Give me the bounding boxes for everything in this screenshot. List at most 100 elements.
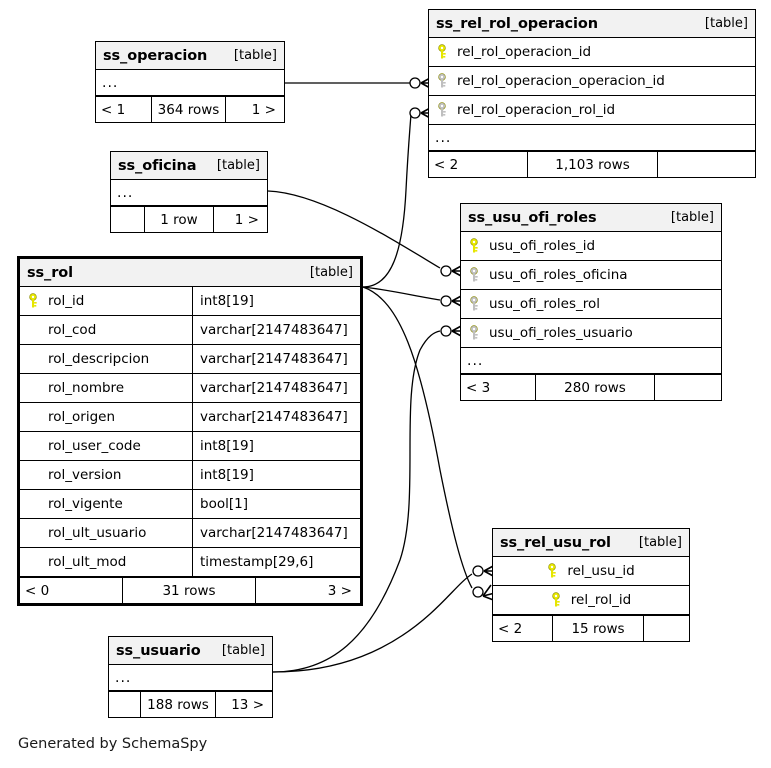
- column-label: rol_ult_mod: [48, 554, 127, 570]
- column-name-cell: rol_ult_usuario: [20, 519, 192, 547]
- table-title: ss_usu_ofi_roles: [468, 209, 597, 226]
- table-title: ss_usuario: [116, 642, 201, 659]
- table-header-ss_rol: ss_rol[table]: [20, 259, 360, 287]
- column-name-cell: rol_vigente: [20, 490, 192, 518]
- column-type-cell: varchar[2147483647]: [192, 316, 360, 344]
- column-row[interactable]: rol_origen varchar[2147483647]: [20, 403, 360, 432]
- table-header-ss_rel_usu_rol: ss_rel_usu_rol[table]: [493, 529, 689, 557]
- column-label: rol_user_code: [48, 438, 141, 454]
- column-label: rel_rol_id: [570, 592, 632, 608]
- column-name-cell: rol_ult_mod: [20, 548, 192, 576]
- column-label: usu_ofi_roles_oficina: [489, 267, 628, 283]
- footer-row-count: 188 rows: [140, 692, 216, 717]
- column-type-cell: varchar[2147483647]: [192, 403, 360, 431]
- footer-children-count: 3 >: [327, 582, 352, 599]
- primary-key-icon: [469, 238, 482, 254]
- column-row[interactable]: rel_rol_operacion_operacion_id: [429, 67, 755, 96]
- primary-key-icon: [28, 293, 41, 309]
- table-ss_usuario[interactable]: ss_usuario[table]...188 rows 13 >: [108, 636, 273, 718]
- column-row[interactable]: rol_ult_mod timestamp[29,6]: [20, 548, 360, 577]
- column-row[interactable]: rol_cod varchar[2147483647]: [20, 316, 360, 345]
- column-label: usu_ofi_roles_usuario: [489, 325, 633, 341]
- column-row[interactable]: rel_rol_operacion_id: [429, 38, 755, 67]
- more-columns-indicator[interactable]: ...: [429, 125, 755, 151]
- table-type-tag: [table]: [216, 158, 260, 173]
- column-name-cell: rel_rol_operacion_operacion_id: [429, 67, 755, 95]
- footer-parents-count: < 0: [25, 582, 50, 599]
- foreign-key-icon: [469, 325, 482, 341]
- column-row[interactable]: rol_nombre varchar[2147483647]: [20, 374, 360, 403]
- table-title: ss_rel_usu_rol: [500, 534, 611, 551]
- diagram-caption: Generated by SchemaSpy: [18, 736, 208, 752]
- table-footer-ss_operacion: < 1 364 rows 1 >: [96, 96, 284, 122]
- footer-children-count: 1 >: [251, 101, 276, 118]
- table-type-tag: [table]: [670, 210, 714, 225]
- table-ss_rel_rol_operacion[interactable]: ss_rel_rol_operacion[table]rel_rol_opera…: [428, 9, 756, 178]
- more-columns-indicator[interactable]: ...: [109, 665, 272, 691]
- table-header-ss_usuario: ss_usuario[table]: [109, 637, 272, 665]
- footer-children-count: [644, 616, 687, 641]
- column-type-cell: timestamp[29,6]: [192, 548, 360, 576]
- more-columns-indicator[interactable]: ...: [111, 180, 267, 206]
- column-label: rel_rol_operacion_id: [457, 44, 592, 60]
- column-label: usu_ofi_roles_rol: [489, 296, 601, 312]
- table-header-ss_operacion: ss_operacion[table]: [96, 42, 284, 70]
- more-columns-indicator[interactable]: ...: [96, 70, 284, 96]
- table-type-tag: [table]: [233, 48, 277, 63]
- table-ss_rel_usu_rol[interactable]: ss_rel_usu_rol[table]rel_usu_id rel_rol_i…: [492, 528, 690, 642]
- footer-row-count: 280 rows: [535, 375, 655, 400]
- column-row[interactable]: usu_ofi_roles_usuario: [461, 319, 721, 348]
- column-type-cell: varchar[2147483647]: [192, 374, 360, 402]
- foreign-key-icon: [469, 267, 482, 283]
- table-type-tag: [table]: [704, 16, 748, 31]
- column-row[interactable]: rol_user_code int8[19]: [20, 432, 360, 461]
- column-name-cell: rol_descripcion: [20, 345, 192, 373]
- footer-row-count: 15 rows: [552, 616, 644, 641]
- column-label: rol_nombre: [48, 380, 125, 396]
- footer-children-count: 1 >: [234, 211, 259, 228]
- column-row[interactable]: usu_ofi_roles_rol: [461, 290, 721, 319]
- column-row[interactable]: rel_rol_operacion_rol_id: [429, 96, 755, 125]
- column-row[interactable]: rol_ult_usuario varchar[2147483647]: [20, 519, 360, 548]
- column-name-cell: rel_rol_operacion_rol_id: [429, 96, 755, 124]
- table-ss_operacion[interactable]: ss_operacion[table]... < 1 364 rows 1 >: [95, 41, 285, 123]
- more-columns-indicator[interactable]: ...: [461, 348, 721, 374]
- column-type-cell: int8[19]: [192, 432, 360, 460]
- column-row[interactable]: usu_ofi_roles_oficina: [461, 261, 721, 290]
- footer-row-count: 364 rows: [151, 97, 226, 122]
- column-type-cell: varchar[2147483647]: [192, 345, 360, 373]
- footer-row-count: 1,103 rows: [527, 152, 658, 177]
- column-label: rol_origen: [48, 409, 116, 425]
- column-row[interactable]: rel_usu_id: [493, 557, 689, 586]
- column-label: rel_rol_operacion_operacion_id: [457, 73, 665, 89]
- primary-key-icon: [437, 44, 450, 60]
- footer-children-count: 13 >: [231, 696, 264, 713]
- column-type-cell: varchar[2147483647]: [192, 519, 360, 547]
- footer-parents-count: < 1: [101, 101, 126, 118]
- column-row[interactable]: usu_ofi_roles_id: [461, 232, 721, 261]
- column-row[interactable]: rol_descripcion varchar[2147483647]: [20, 345, 360, 374]
- column-name-cell: usu_ofi_roles_id: [461, 232, 721, 260]
- column-label: rol_vigente: [48, 496, 123, 512]
- column-name-cell: usu_ofi_roles_rol: [461, 290, 721, 318]
- column-row[interactable]: rel_rol_id: [493, 586, 689, 615]
- table-header-ss_usu_ofi_roles: ss_usu_ofi_roles [table]: [461, 204, 721, 232]
- column-name-cell: rel_rol_id: [493, 586, 689, 614]
- column-label: rol_descripcion: [48, 351, 150, 367]
- table-footer-ss_usuario: 188 rows 13 >: [109, 691, 272, 717]
- table-footer-ss_oficina: 1 row 1 >: [111, 206, 267, 232]
- footer-row-count: 1 row: [144, 207, 214, 232]
- column-label: rol_ult_usuario: [48, 525, 147, 541]
- column-label: rol_cod: [48, 322, 97, 338]
- column-name-cell: rol_origen: [20, 403, 192, 431]
- column-label: usu_ofi_roles_id: [489, 238, 596, 254]
